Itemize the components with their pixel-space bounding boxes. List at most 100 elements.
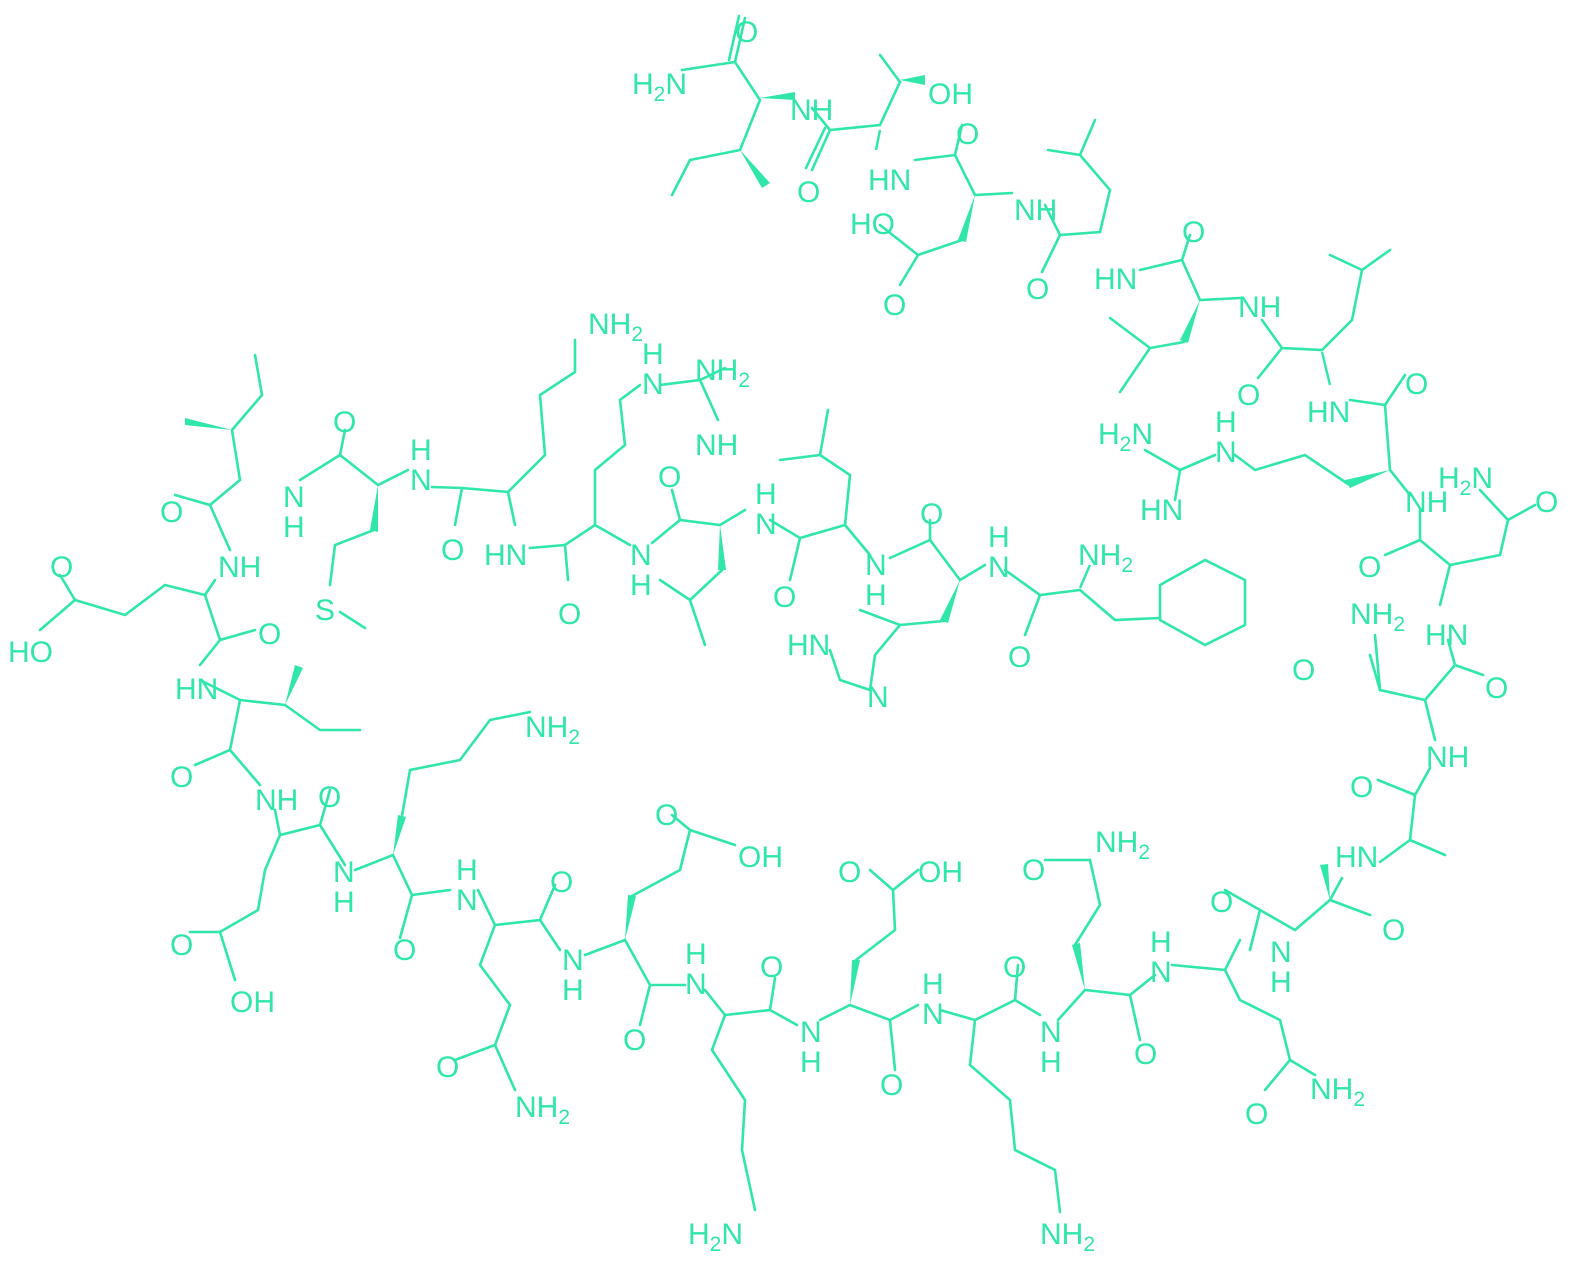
atom-label: N	[988, 551, 1010, 584]
atom-label: NH2	[695, 354, 750, 392]
atom-label: H	[922, 968, 944, 1001]
atom-label: NH2	[1040, 1218, 1095, 1256]
atom-label: O	[797, 176, 820, 209]
atom-label: HN	[1335, 841, 1378, 874]
atom-label: HN	[787, 629, 830, 662]
atom-label: O	[956, 118, 979, 151]
atom-label: O	[50, 551, 73, 584]
atom-label: OH	[928, 78, 973, 111]
atom-label: O	[441, 534, 464, 567]
atom-label: O	[558, 598, 581, 631]
atom-label: N	[755, 508, 777, 541]
atom-label: O	[760, 951, 783, 984]
atom-label: H2N	[688, 1218, 743, 1256]
atom-label: O	[1405, 368, 1428, 401]
atom-label: O	[318, 781, 341, 814]
atom-label: N	[1270, 936, 1292, 969]
atom-label: H2N	[632, 68, 687, 106]
atom-label: NH	[1014, 194, 1057, 227]
atom-label: N	[922, 998, 944, 1031]
atom-label: O	[1237, 379, 1260, 412]
atom-label: HN	[484, 539, 527, 572]
atom-label: HN	[1307, 396, 1350, 429]
atom-label: H2N	[1438, 462, 1493, 500]
atom-label: O	[160, 496, 183, 529]
atom-label: H	[333, 886, 355, 919]
atom-label: NH2	[515, 1091, 570, 1129]
atom-label: O	[1008, 641, 1031, 674]
atom-label: H	[630, 569, 652, 602]
atom-label: O	[655, 799, 678, 832]
atom-label: NH	[1405, 486, 1448, 519]
atom-label: N	[867, 681, 889, 714]
atom-label: HO	[8, 636, 53, 669]
atom-label: NH2	[1310, 1073, 1365, 1111]
atom-label: NH	[1238, 291, 1281, 324]
atom-label: O	[1003, 951, 1026, 984]
atom-label: N	[685, 968, 707, 1001]
atom-label: H	[642, 338, 664, 371]
atom-label: O	[1485, 672, 1508, 705]
atom-label: H	[1270, 966, 1292, 999]
atom-label: O	[550, 866, 573, 899]
atom-label: HN	[1425, 619, 1468, 652]
atom-label: O	[920, 498, 943, 531]
atom-label: OH	[230, 986, 275, 1019]
atom-label: O	[170, 929, 193, 962]
atom-label: O	[880, 1069, 903, 1102]
atom-label: H	[800, 1046, 822, 1079]
bonds	[38, 14, 1537, 1214]
atom-label: OH	[918, 856, 963, 889]
atom-label: H	[1040, 1046, 1062, 1079]
atom-label: H	[410, 434, 432, 467]
atom-label: HO	[850, 208, 895, 241]
atom-label: NH2	[1350, 598, 1405, 636]
atom-label: NH	[695, 429, 738, 462]
atom-label: O	[1245, 1098, 1268, 1131]
atom-label: O	[883, 289, 906, 322]
atom-label: N	[1150, 956, 1172, 989]
atom-label: N	[333, 856, 355, 889]
atom-label: NH	[218, 551, 261, 584]
atom-label: NH	[255, 784, 298, 817]
atom-label: O	[1350, 771, 1373, 804]
atom-label: N	[456, 884, 478, 917]
atom-label: O	[1134, 1038, 1157, 1071]
atom-label: O	[333, 406, 356, 439]
atom-label: HN	[1140, 494, 1183, 527]
atom-label: HN	[175, 673, 218, 706]
atom-label: H	[988, 521, 1010, 554]
atom-label: HN	[868, 164, 911, 197]
atom-label: O	[773, 581, 796, 614]
atom-label: N	[1215, 436, 1237, 469]
atom-label: O	[1182, 216, 1205, 249]
atom-label: O	[623, 1024, 646, 1057]
atom-label: H	[456, 854, 478, 887]
atom-label: O	[735, 16, 758, 49]
atom-label: N	[865, 549, 887, 582]
atom-label: NH2	[1095, 826, 1150, 864]
atom-label: NH2	[1078, 539, 1133, 577]
atom-label: H	[283, 511, 305, 544]
atom-label: NH	[790, 94, 833, 127]
atom-label: H	[1215, 406, 1237, 439]
atom-label: O	[1292, 654, 1315, 687]
atom-label: H	[685, 938, 707, 971]
atom-label: H	[755, 478, 777, 511]
atom-label: N	[800, 1016, 822, 1049]
atom-label: O	[1358, 551, 1381, 584]
atom-label: O	[1210, 886, 1233, 919]
atom-label: N	[630, 539, 652, 572]
atom-label: O	[170, 761, 193, 794]
atom-label: N	[642, 368, 664, 401]
atom-label: O	[1382, 914, 1405, 947]
atom-label: O	[658, 461, 681, 494]
atom-label: N	[283, 481, 305, 514]
atom-label: H2N	[1098, 418, 1153, 456]
atom-label: OH	[738, 841, 783, 874]
atom-label: H	[1150, 926, 1172, 959]
atom-label: N	[410, 464, 432, 497]
